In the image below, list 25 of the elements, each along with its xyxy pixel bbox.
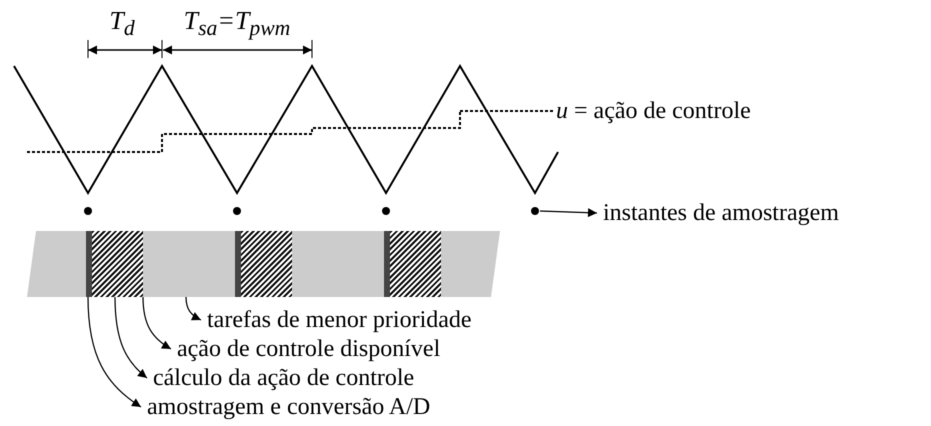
sampling-stripe	[384, 231, 390, 297]
hatched-computation-block	[241, 231, 292, 297]
leader-line	[87, 296, 142, 408]
leader-line	[185, 296, 202, 321]
annotation-text: tarefas de menor prioridade	[207, 306, 472, 334]
period-label: T$_{d}$	[109, 6, 135, 42]
sampling-dot	[233, 207, 241, 215]
leader-line	[142, 296, 172, 350]
annotation-text: cálculo da ação de controle	[153, 364, 414, 392]
dotted-leader-line	[460, 110, 553, 112]
hatched-computation-block	[390, 231, 441, 297]
annotation-text: instantes de amostragem	[603, 199, 839, 227]
task-timeline-band	[27, 231, 500, 297]
sampling-dot	[84, 207, 92, 215]
sampling-stripe	[235, 231, 241, 297]
annotation-text: ação de controle disponível	[177, 335, 440, 363]
leader-line	[114, 296, 148, 378]
leader-line	[540, 208, 598, 218]
period-label: T$_{sa}$=T$_{pwm}$	[184, 6, 290, 42]
sampling-dot	[531, 207, 539, 215]
sampling-dot	[382, 207, 390, 215]
annotation-text: u = ação de controle	[556, 97, 751, 125]
annotation-text: amostragem e conversão A/D	[147, 393, 430, 421]
hatched-computation-block	[92, 231, 143, 297]
sampling-stripe	[86, 231, 92, 297]
